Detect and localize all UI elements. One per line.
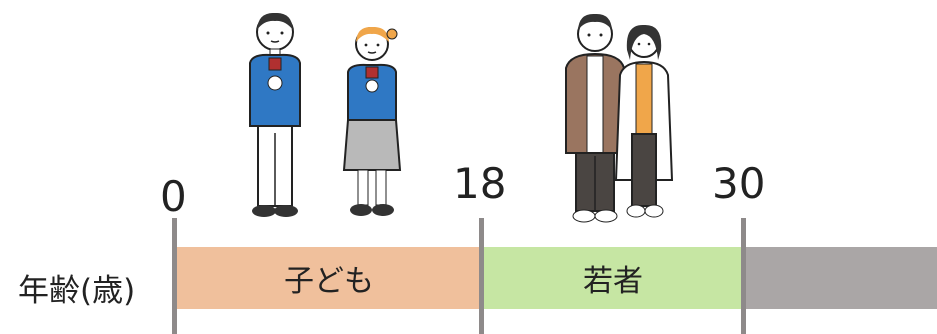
axis-label-age: 年齢(歳) xyxy=(18,273,136,309)
divider-30 xyxy=(741,218,746,334)
segment-adult xyxy=(744,247,937,309)
segment-youth: 若者 xyxy=(482,247,744,309)
boy-student-icon xyxy=(249,12,301,217)
tick-label-18: 18 xyxy=(453,159,507,208)
young-woman-icon xyxy=(614,24,674,218)
tick-label-30: 30 xyxy=(712,159,766,208)
segment-children: 子ども xyxy=(176,247,482,309)
segment-children-label: 子ども xyxy=(284,264,374,299)
segment-youth-label: 若者 xyxy=(583,264,643,299)
girl-student-icon xyxy=(342,26,402,216)
divider-0 xyxy=(172,218,177,334)
tick-label-0: 0 xyxy=(160,172,187,221)
divider-18 xyxy=(479,218,484,334)
